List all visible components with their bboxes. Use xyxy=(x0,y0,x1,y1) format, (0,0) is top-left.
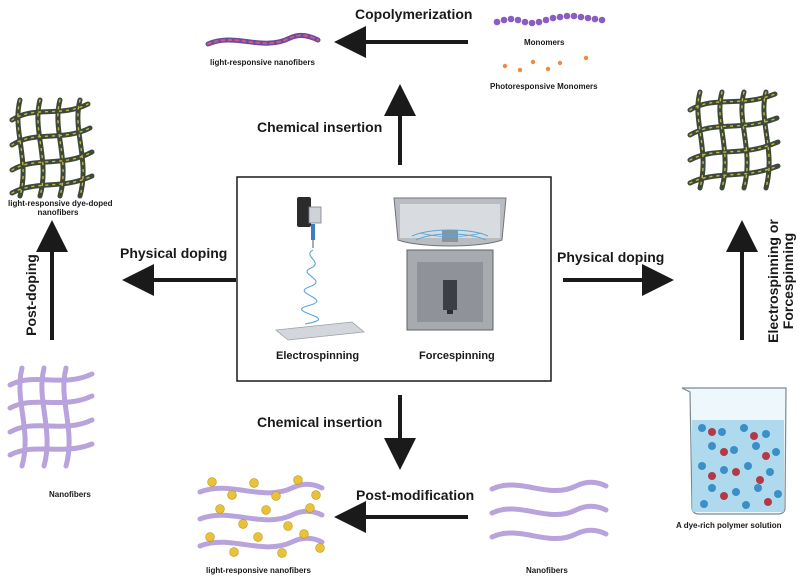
label-polymer-solution: A dye-rich polymer solution xyxy=(676,521,782,530)
label-monomers: Monomers xyxy=(524,38,565,47)
label-light-responsive-nanofibers-bottom: light-responsive nanofibers xyxy=(206,566,311,575)
label-dye-doped-nanofibers: light-responsive dye-doped nanofibers xyxy=(8,199,113,217)
label-forcespinning: Forcespinning xyxy=(419,350,495,362)
nanofiber-mesh-left xyxy=(7,365,95,469)
nanofibers-wavy-bottom xyxy=(489,479,609,541)
photoresponsive-monomers-dots xyxy=(502,55,589,73)
label-nanofibers-bottom: Nanofibers xyxy=(526,566,568,575)
label-post-modification: Post-modification xyxy=(356,487,475,503)
electrospinning-apparatus-icon xyxy=(275,197,365,341)
monomers-chain xyxy=(493,12,606,27)
label-nanofibers-left: Nanofibers xyxy=(49,490,91,499)
label-photoresponsive-monomers: Photoresponsive Monomers xyxy=(490,82,598,91)
light-responsive-nanofiber-strand-top xyxy=(205,32,321,47)
label-electrospinning-or-forcespinning: Electrospinning or Forcespinning xyxy=(765,214,796,348)
bead-decorated-nanofibers-bottom xyxy=(197,475,325,558)
label-electrospinning: Electrospinning xyxy=(276,350,360,362)
label-chemical-insertion-top: Chemical insertion xyxy=(257,119,383,135)
beaker-icon xyxy=(681,387,787,515)
label-copolymerization: Copolymerization xyxy=(355,6,473,22)
label-electrospinning-or-line1: Electrospinning or xyxy=(765,219,781,343)
label-chemical-insertion-bottom: Chemical insertion xyxy=(257,414,383,430)
forcespinning-apparatus-icon xyxy=(393,197,507,331)
label-electrospinning-or-line2: Forcespinning xyxy=(780,232,796,330)
label-dye-doped-line2: nanofibers xyxy=(37,208,79,217)
dye-doped-nanofiber-mesh-left xyxy=(9,97,95,199)
dye-doped-nanofiber-mesh-right xyxy=(687,89,781,191)
label-light-responsive-nanofibers-top: light-responsive nanofibers xyxy=(210,58,315,67)
label-dye-doped-line1: light-responsive dye-doped xyxy=(8,199,113,208)
label-physical-doping-left: Physical doping xyxy=(120,245,228,261)
label-post-doping: Post-doping xyxy=(23,254,39,336)
label-physical-doping-right: Physical doping xyxy=(557,249,665,265)
